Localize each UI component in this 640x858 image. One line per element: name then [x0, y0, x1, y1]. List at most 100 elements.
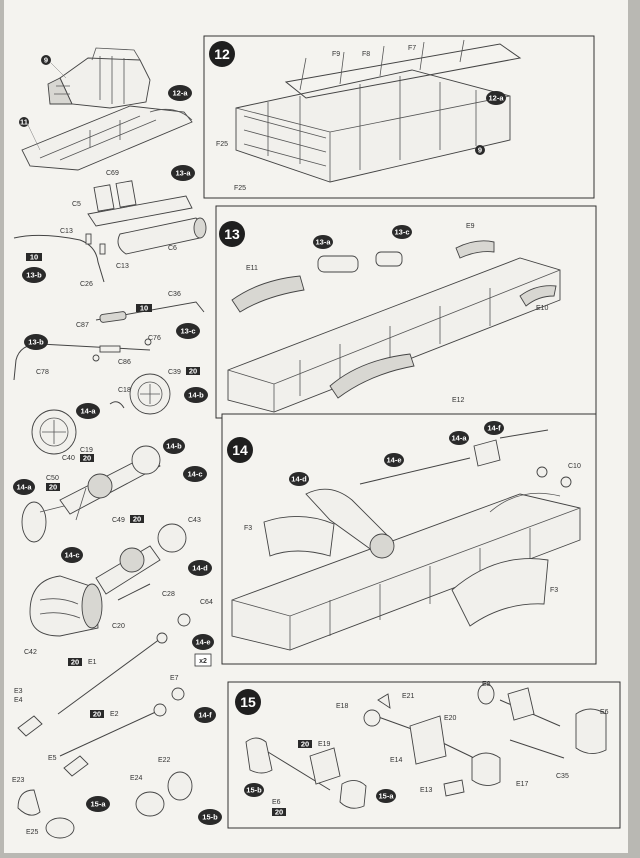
sub-label-15b: 15-b	[202, 813, 218, 822]
sub-badge-15a	[86, 796, 110, 812]
step12-label-12a: 12-a	[488, 94, 504, 103]
part-label-E1: E1	[88, 659, 97, 666]
count-10b: 10	[140, 304, 148, 313]
count-tag-20e	[68, 658, 82, 666]
qty-box	[194, 653, 212, 667]
count-tag-20g	[298, 740, 312, 748]
part-label-C5: C5	[72, 201, 81, 208]
part-label-E24: E24	[130, 775, 143, 782]
part-label-E6s: E6	[600, 709, 609, 716]
part-label-E22: E22	[158, 757, 171, 764]
part-label-E23: E23	[12, 777, 25, 784]
part-label-C40: C40	[62, 455, 75, 462]
sub-label-14c: 14-c	[187, 470, 202, 479]
fuel-tank-drawing	[87, 180, 207, 255]
sub-badge-14d	[188, 560, 212, 576]
sub-label-14a-2: 14-a	[16, 483, 32, 492]
sub-badge-14e	[192, 634, 214, 650]
qty-x2: x2	[199, 658, 207, 665]
step14-badge-14a	[449, 431, 469, 445]
step-badge-14	[227, 437, 253, 463]
part-label-C13a: C13	[60, 228, 73, 235]
differential-drawing	[29, 523, 187, 637]
sub-label-14e: 14-e	[195, 638, 210, 647]
part-label-F8: F8	[362, 51, 370, 58]
sub-label-14b-2: 14-b	[166, 442, 182, 451]
exhaust-pipe-drawing	[13, 233, 106, 283]
step-14-panel: 14 F3 F3 C10 14-d 14-e 14-a 14-f	[221, 413, 597, 665]
step12-badge-9	[475, 145, 485, 155]
part-label-C42: C42	[24, 649, 37, 656]
part-label-C35: C35	[556, 773, 569, 780]
step-badge-12	[209, 41, 235, 67]
sub-label-12a: 12-a	[172, 89, 188, 98]
part-label-C19: C19	[80, 447, 93, 454]
step-number-15: 15	[240, 694, 256, 710]
step-number-13: 13	[224, 226, 240, 242]
count-10a: 10	[30, 253, 38, 262]
part-label-E6b: E6	[272, 799, 281, 806]
part-label-C87: C87	[76, 322, 89, 329]
engine-drawing	[47, 47, 151, 109]
count-tag-10b	[136, 304, 152, 312]
part-label-E13: E13	[420, 787, 433, 794]
count-20h: 20	[275, 808, 283, 817]
part-label-E19: E19	[318, 741, 331, 748]
part-label-E3: E3	[14, 688, 23, 695]
frame-rail-drawing	[21, 105, 193, 171]
part-label-E18: E18	[336, 703, 349, 710]
count-20a: 20	[189, 367, 197, 376]
part-label-C39: C39	[168, 369, 181, 376]
count-tag-10a	[26, 253, 42, 261]
step13-badge-13a	[313, 235, 333, 249]
rods-drawing	[13, 301, 205, 381]
part-label-F9: F9	[332, 51, 340, 58]
step-badge-13	[219, 221, 245, 247]
step-12-panel: 12 F9 F8 F7 F25 F25 12-a 9	[203, 35, 595, 199]
sub-badge-12a	[168, 85, 192, 101]
step13-label-13a: 13-a	[315, 238, 331, 247]
part-label-F25a: F25	[216, 141, 228, 148]
step-15-panel: 15 E8 E6 E21 E18 E20 20 E19 E14 E6 20 E1…	[227, 681, 621, 829]
part-label-9: 9	[44, 56, 48, 65]
step-13-panel: 13 E11 E9 E10 E12 13-a 13-c	[215, 205, 597, 419]
axle-drawing	[21, 445, 161, 543]
part-label-E7: E7	[170, 675, 179, 682]
part-badge-9	[41, 55, 51, 65]
part-label-C20: C20	[112, 623, 125, 630]
sub-label-14f: 14-f	[198, 711, 212, 720]
brake-drums-drawing	[31, 373, 171, 455]
part-label-E10: E10	[536, 305, 549, 312]
part-label-C50: C50	[46, 475, 59, 482]
sub-label-13c: 13-c	[180, 327, 195, 336]
sub-badge-15b	[198, 809, 222, 825]
part-label-F25b: F25	[234, 185, 246, 192]
step-badge-15	[235, 689, 261, 715]
count-20c: 20	[49, 483, 57, 492]
sub-badge-13b-2	[24, 334, 48, 350]
step-number-14: 14	[232, 442, 248, 458]
step12-badge-12a	[486, 91, 506, 105]
count-tag-20b	[80, 454, 94, 462]
sub-label-13b-2: 13-b	[28, 338, 44, 347]
part-label-C26: C26	[80, 281, 93, 288]
part-badge-11	[19, 117, 29, 127]
step14-label-14a: 14-a	[451, 434, 467, 443]
step15-badge-15a	[376, 789, 396, 803]
part-label-E9: E9	[466, 223, 475, 230]
part-label-C49: C49	[112, 517, 125, 524]
count-tag-20d	[130, 515, 144, 523]
sub-badge-14c-2	[61, 547, 83, 563]
sub-label-14b: 14-b	[188, 391, 204, 400]
sub-badge-13b	[22, 267, 46, 283]
sub-badge-14c	[183, 466, 207, 482]
step14-label-14f: 14-f	[487, 424, 501, 433]
part-label-11: 11	[20, 118, 28, 127]
count-tag-20f	[90, 710, 104, 718]
count-20e: 20	[71, 658, 79, 667]
step15-label-15a: 15-a	[378, 792, 394, 801]
part-label-E12: E12	[452, 397, 465, 404]
count-tag-20c	[46, 483, 60, 491]
part-label-E20: E20	[444, 715, 457, 722]
sub-label-13a: 13-a	[175, 169, 191, 178]
